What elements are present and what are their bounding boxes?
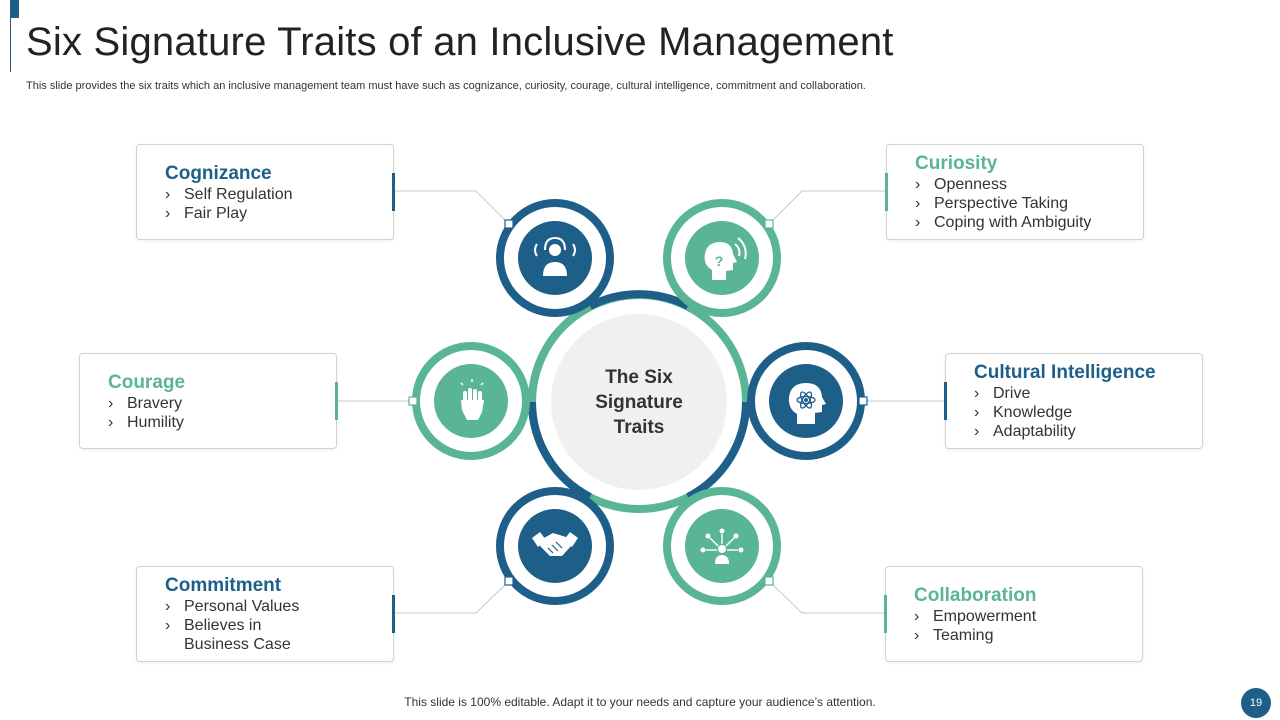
card-title: Curiosity [915,153,998,174]
node-courage [412,342,530,460]
card-title: Cultural Intelligence [974,362,1156,383]
card-list: ›Self Regulation ›Fair Play [165,185,383,223]
brain-atom-icon [788,383,826,424]
raised-fist-icon [460,379,484,420]
title-accent-bar [10,0,19,18]
chevron-right-icon: › [974,423,980,440]
svg-text:?: ? [715,253,724,269]
chevron-right-icon: › [108,413,114,431]
card-list: ›Openness ›Perspective Taking ›Coping wi… [915,175,1133,232]
card-list: ›Empowerment ›Teaming [914,607,1132,645]
card-commitment: Commitment ›Personal Values ›Believes in… [136,566,395,662]
list-item: ›Fair Play [165,204,248,222]
list-item: ›Knowledge [974,404,1073,421]
handshake-icon [532,532,578,556]
card-curiosity: Curiosity ›Openness ›Perspective Taking … [885,144,1144,240]
node-commitment [496,487,614,605]
node-collaboration [663,487,781,605]
chevron-right-icon: › [914,607,920,625]
card-accent-mark [335,382,338,420]
list-item: ›Openness [915,176,1007,193]
person-headset-icon [534,236,576,276]
card-list: ›Drive ›Knowledge ›Adaptability [974,384,1192,441]
list-item: ›Personal Values [165,598,300,615]
card-accent-mark [392,173,395,211]
list-item: ›Humility [108,413,184,431]
card-cultural-intelligence: Cultural Intelligence ›Drive ›Knowledge … [944,353,1203,449]
slide-subtitle: This slide provides the six traits which… [26,80,866,92]
node-cognizance [496,199,614,317]
page-number-badge: 19 [1241,688,1271,718]
chevron-right-icon: › [915,214,921,231]
card-title: Cognizance [165,162,272,184]
card-title: Collaboration [914,584,1037,606]
list-item: ›Adaptability [974,423,1076,440]
head-question-icon: ? [704,237,747,280]
chevron-right-icon: › [165,598,171,615]
title-accent-line [10,18,11,72]
network-people-icon [700,528,744,564]
card-accent-mark [885,173,888,211]
card-list: ›Bravery ›Humility [108,394,326,432]
list-item: ›Perspective Taking [915,195,1068,212]
list-item: ›Bravery [108,394,183,412]
list-item: ›Self Regulation [165,185,293,203]
list-item: ›Empowerment [914,607,1037,625]
card-accent-mark [392,595,395,633]
card-list: ›Personal Values ›Believes in Business C… [165,597,383,654]
card-accent-mark [944,382,947,420]
chevron-right-icon: › [974,404,980,421]
center-disc [551,314,727,490]
center-label: The Six Signature Traits [595,366,683,438]
slide-footer: This slide is 100% editable. Adapt it to… [404,695,876,709]
list-item: ›Believes in Business Case [165,617,291,653]
chevron-right-icon: › [915,195,921,212]
chevron-right-icon: › [108,394,114,412]
chevron-right-icon: › [165,204,171,222]
list-item: ›Coping with Ambiguity [915,214,1092,231]
list-item: ›Drive [974,385,1031,402]
card-collaboration: Collaboration ›Empowerment ›Teaming [884,566,1143,662]
card-accent-mark [884,595,887,633]
chevron-right-icon: › [974,385,980,402]
node-cultural-intelligence [747,342,865,460]
connector-end-squares [408,219,868,586]
card-title: Commitment [165,575,282,596]
chevron-right-icon: › [165,185,171,203]
slide-title: Six Signature Traits of an Inclusive Man… [26,20,894,64]
list-item: ›Teaming [914,626,994,644]
chevron-right-icon: › [165,617,171,634]
chevron-right-icon: › [915,176,921,193]
chevron-right-icon: › [914,626,920,644]
card-courage: Courage ›Bravery ›Humility [79,353,338,449]
card-title: Courage [108,371,186,393]
node-curiosity: ? [663,199,781,317]
connector-lines [336,190,945,614]
card-cognizance: Cognizance ›Self Regulation ›Fair Play [136,144,395,240]
